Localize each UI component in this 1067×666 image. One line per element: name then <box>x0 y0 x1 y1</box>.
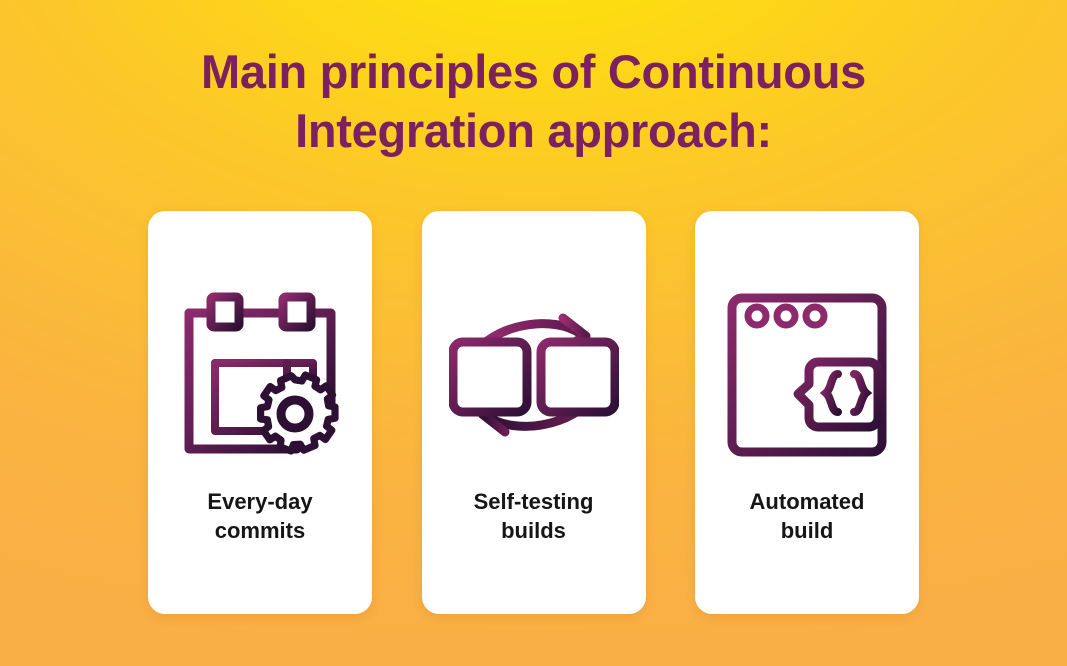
calendar-gear-icon <box>170 285 350 465</box>
principle-card-self-testing-builds: Self-testing builds <box>421 211 646 614</box>
title-line-2: Integration approach: <box>295 104 772 157</box>
principles-card-row: Every-day commits <box>148 211 919 614</box>
principle-card-label: Self-testing builds <box>422 487 646 545</box>
principle-card-every-day-commits: Every-day commits <box>148 211 372 614</box>
card-label-line-2: build <box>780 518 834 543</box>
sync-panels-icon <box>444 285 624 465</box>
page-title: Main principles of Continuous Integratio… <box>0 42 1067 160</box>
browser-code-icon <box>717 285 897 465</box>
card-label-line-1: Automated <box>749 489 865 514</box>
card-label-line-2: commits <box>214 518 306 543</box>
card-label-line-2: builds <box>501 518 566 543</box>
card-label-line-1: Every-day <box>207 489 313 514</box>
card-label-line-1: Self-testing <box>473 489 594 514</box>
principle-card-label: Every-day commits <box>148 487 372 545</box>
title-line-1: Main principles of Continuous <box>201 45 866 98</box>
principle-card-automated-build: Automated build <box>695 211 919 614</box>
principle-card-label: Automated build <box>695 487 919 545</box>
